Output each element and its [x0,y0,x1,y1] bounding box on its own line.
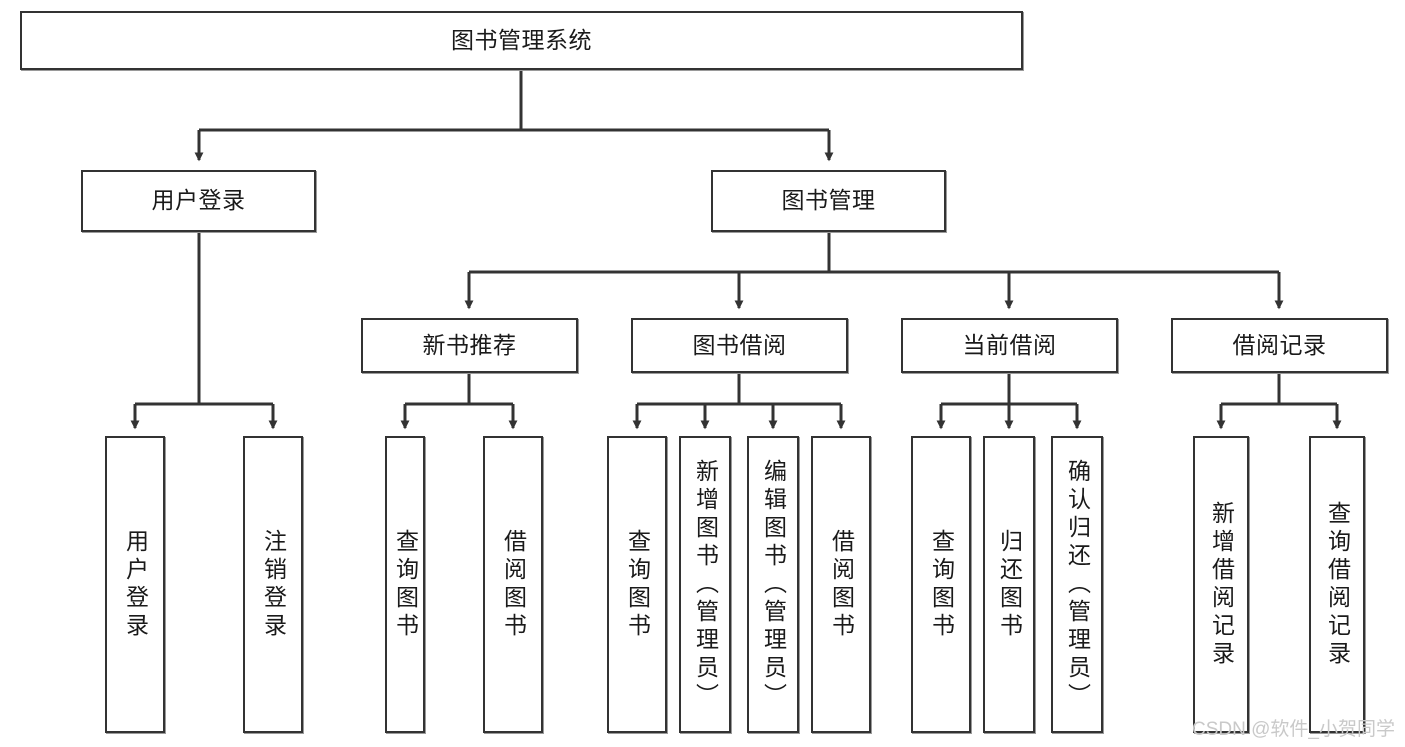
node-user-login[interactable]: 用户登录 [81,170,316,232]
edge-group-current-borrow [936,373,1082,430]
leaf-logout-login[interactable]: 注销登录 [243,436,303,733]
edge-group-book-management [464,232,1284,310]
node-label: 图书管理 [781,187,876,214]
node-label: 用户登录 [122,528,149,641]
leaf-query-book-borrow[interactable]: 查询图书 [607,436,667,733]
node-root-library-management-system[interactable]: 图书管理系统 [20,11,1023,70]
node-label: 新书推荐 [422,331,517,358]
leaf-borrow-book[interactable]: 借阅图书 [811,436,871,733]
leaf-query-borrow-record[interactable]: 查询借阅记录 [1309,436,1365,733]
node-label: 图书管理系统 [451,26,592,53]
node-book-borrow[interactable]: 图书借阅 [631,318,848,373]
leaf-confirm-return-admin[interactable]: 确认归还（管理员） [1051,436,1103,733]
node-label: 编辑图书（管理员） [760,458,787,711]
leaf-borrow-book-recommend[interactable]: 借阅图书 [483,436,543,733]
node-label: 图书借阅 [692,331,787,358]
edge-group-new-book [400,373,518,430]
edge-group-borrow-record [1216,373,1342,430]
edge-group-root [194,70,834,162]
node-label: 确认归还（管理员） [1064,458,1091,711]
edge-group-book-borrow [632,373,846,430]
node-borrow-record[interactable]: 借阅记录 [1171,318,1388,373]
leaf-query-book-recommend[interactable]: 查询图书 [385,436,425,733]
node-label: 查询图书 [392,528,419,641]
node-label: 注销登录 [260,528,287,641]
leaf-return-book[interactable]: 归还图书 [983,436,1035,733]
node-label: 查询借阅记录 [1324,500,1351,669]
edge-group-user-login [130,232,278,430]
node-label: 借阅记录 [1232,331,1327,358]
node-label: 查询图书 [928,528,955,641]
node-label: 借阅图书 [500,528,527,641]
node-label: 借阅图书 [828,528,855,641]
leaf-query-book-current[interactable]: 查询图书 [911,436,971,733]
node-label: 查询图书 [624,528,651,641]
node-label: 新增借阅记录 [1208,500,1235,669]
node-label: 当前借阅 [962,331,1057,358]
node-label: 新增图书（管理员） [692,458,719,711]
node-new-book-recommend[interactable]: 新书推荐 [361,318,578,373]
leaf-user-login[interactable]: 用户登录 [105,436,165,733]
leaf-edit-book-admin[interactable]: 编辑图书（管理员） [747,436,799,733]
node-current-borrow[interactable]: 当前借阅 [901,318,1118,373]
node-book-management[interactable]: 图书管理 [711,170,946,232]
node-label: 用户登录 [151,187,246,214]
leaf-add-book-admin[interactable]: 新增图书（管理员） [679,436,731,733]
node-label: 归还图书 [996,528,1023,641]
leaf-add-borrow-record[interactable]: 新增借阅记录 [1193,436,1249,733]
